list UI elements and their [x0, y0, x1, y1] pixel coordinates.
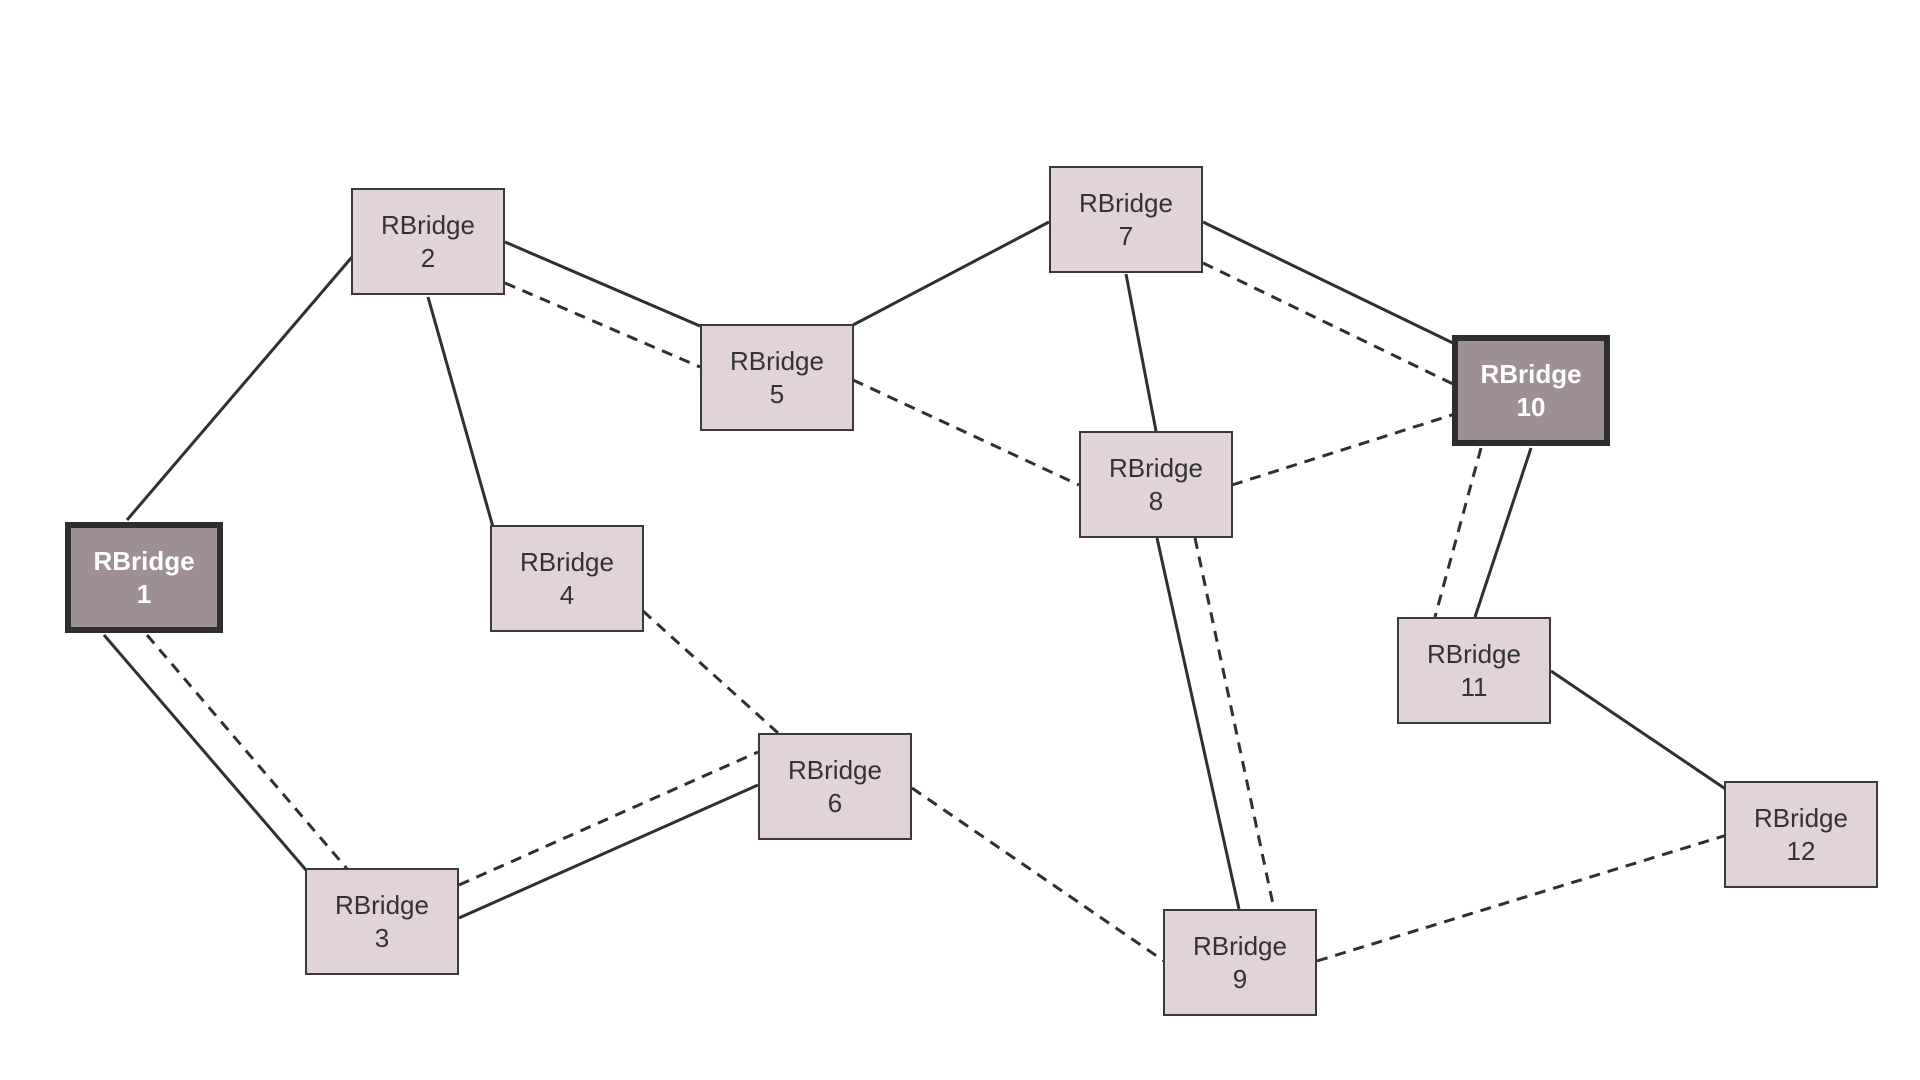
node-name: RBridge	[1754, 802, 1848, 833]
rbridge-10-node[interactable]: RBridge 10	[1452, 335, 1610, 446]
node-name: RBridge	[1109, 452, 1203, 483]
link-5-8-dashed	[852, 378, 1080, 487]
node-name: RBridge	[788, 754, 882, 785]
link-3-6-dashed	[458, 750, 759, 887]
node-number: 1	[136, 578, 152, 609]
link-1-3-solid	[102, 634, 308, 871]
link-8-9-solid	[1155, 537, 1241, 910]
node-number: 6	[827, 787, 843, 818]
node-name: RBridge	[730, 345, 824, 376]
rbridge-5-node[interactable]: RBridge 5	[700, 324, 854, 431]
link-10-11-dashed	[1433, 447, 1483, 618]
rbridge-2-node[interactable]: RBridge 2	[351, 188, 505, 295]
rbridge-7-node[interactable]: RBridge 7	[1049, 166, 1203, 273]
node-number: 8	[1148, 485, 1164, 516]
rbridge-12-node[interactable]: RBridge 12	[1724, 781, 1878, 888]
link-7-8-solid	[1124, 273, 1158, 432]
node-number: 2	[420, 242, 436, 273]
link-2-5-dashed	[504, 281, 701, 369]
link-4-6-dashed	[641, 609, 780, 735]
node-name: RBridge	[1193, 930, 1287, 961]
link-9-12-dashed	[1316, 833, 1728, 963]
link-10-11-solid	[1473, 447, 1533, 618]
node-name: RBridge	[381, 209, 475, 240]
link-7-10-solid	[1202, 220, 1456, 346]
rbridge-1-node[interactable]: RBridge 1	[65, 522, 223, 633]
node-number: 5	[769, 378, 785, 409]
node-name: RBridge	[1480, 358, 1582, 389]
link-6-9-dashed	[911, 786, 1165, 963]
rbridge-11-node[interactable]: RBridge 11	[1397, 617, 1551, 724]
link-2-5-solid	[504, 240, 701, 328]
rbridge-4-node[interactable]: RBridge 4	[490, 525, 644, 632]
link-7-10-dashed	[1202, 261, 1456, 387]
node-number: 9	[1232, 963, 1248, 994]
node-number: 3	[374, 922, 390, 953]
rbridge-3-node[interactable]: RBridge 3	[305, 868, 459, 975]
rbridge-9-node[interactable]: RBridge 9	[1163, 909, 1317, 1016]
node-name: RBridge	[335, 889, 429, 920]
rbridge-8-node[interactable]: RBridge 8	[1079, 431, 1233, 538]
rbridge-6-node[interactable]: RBridge 6	[758, 733, 912, 840]
node-name: RBridge	[1079, 187, 1173, 218]
node-name: RBridge	[1427, 638, 1521, 669]
link-3-6-solid	[458, 783, 759, 920]
node-name: RBridge	[93, 545, 195, 576]
link-8-10-dashed	[1231, 412, 1456, 487]
node-number: 7	[1118, 220, 1134, 251]
link-8-9-dashed	[1193, 537, 1276, 910]
link-5-7-solid	[852, 220, 1050, 327]
link-11-12-solid	[1550, 669, 1728, 792]
node-name: RBridge	[520, 546, 614, 577]
link-1-3-dashed	[145, 634, 350, 871]
link-2-4-solid	[426, 296, 495, 528]
node-number: 4	[559, 579, 575, 610]
node-number: 12	[1786, 835, 1816, 866]
node-number: 11	[1460, 671, 1488, 702]
node-number: 10	[1516, 391, 1546, 422]
link-1-2-solid	[125, 256, 354, 521]
